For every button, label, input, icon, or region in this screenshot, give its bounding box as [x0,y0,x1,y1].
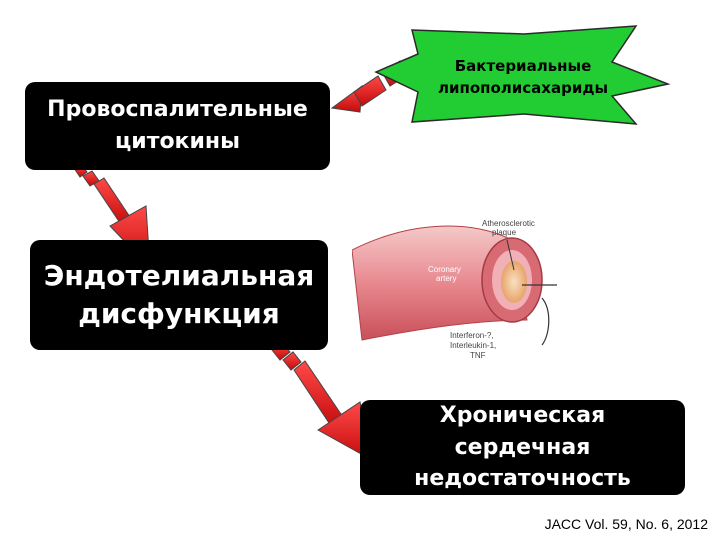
cytokine-pointer-line [541,297,550,346]
plaque-pointer-line [506,239,515,271]
artery-label-line-2: artery [436,274,456,283]
cytokine-label-line-2: Interleukin-1, [450,341,496,350]
lps-label: Бактериальные липополисахариды [437,57,609,97]
cytokines-label: Провоспалительные цитокины [47,97,308,154]
citation: JACC Vol. 59, No. 6, 2012 [544,516,708,532]
lps-star-shape [374,25,671,125]
endothelial-label: Эндотелиальная дисфункция [43,259,315,330]
artery-label-line-1: Coronary [428,265,461,274]
cytokine-label-line-3: TNF [470,351,486,360]
heart-failure-label: Хроническая сердечная недостаточность [414,402,631,492]
plaque-label-line-2: plaque [492,228,517,237]
cytokines-box: Провоспалительные цитокины [25,82,330,170]
plaque-label-line-1: Atherosclerotic [482,219,535,228]
heart-failure-box: Хроническая сердечная недостаточность [360,400,685,495]
endothelial-box: Эндотелиальная дисфункция [30,240,328,350]
cytokine-label-line-1: Interferon-?, [450,331,494,340]
artery-illustration: Atherosclerotic plaque Coronary artery I… [352,219,557,360]
artery-lumen [501,261,527,303]
